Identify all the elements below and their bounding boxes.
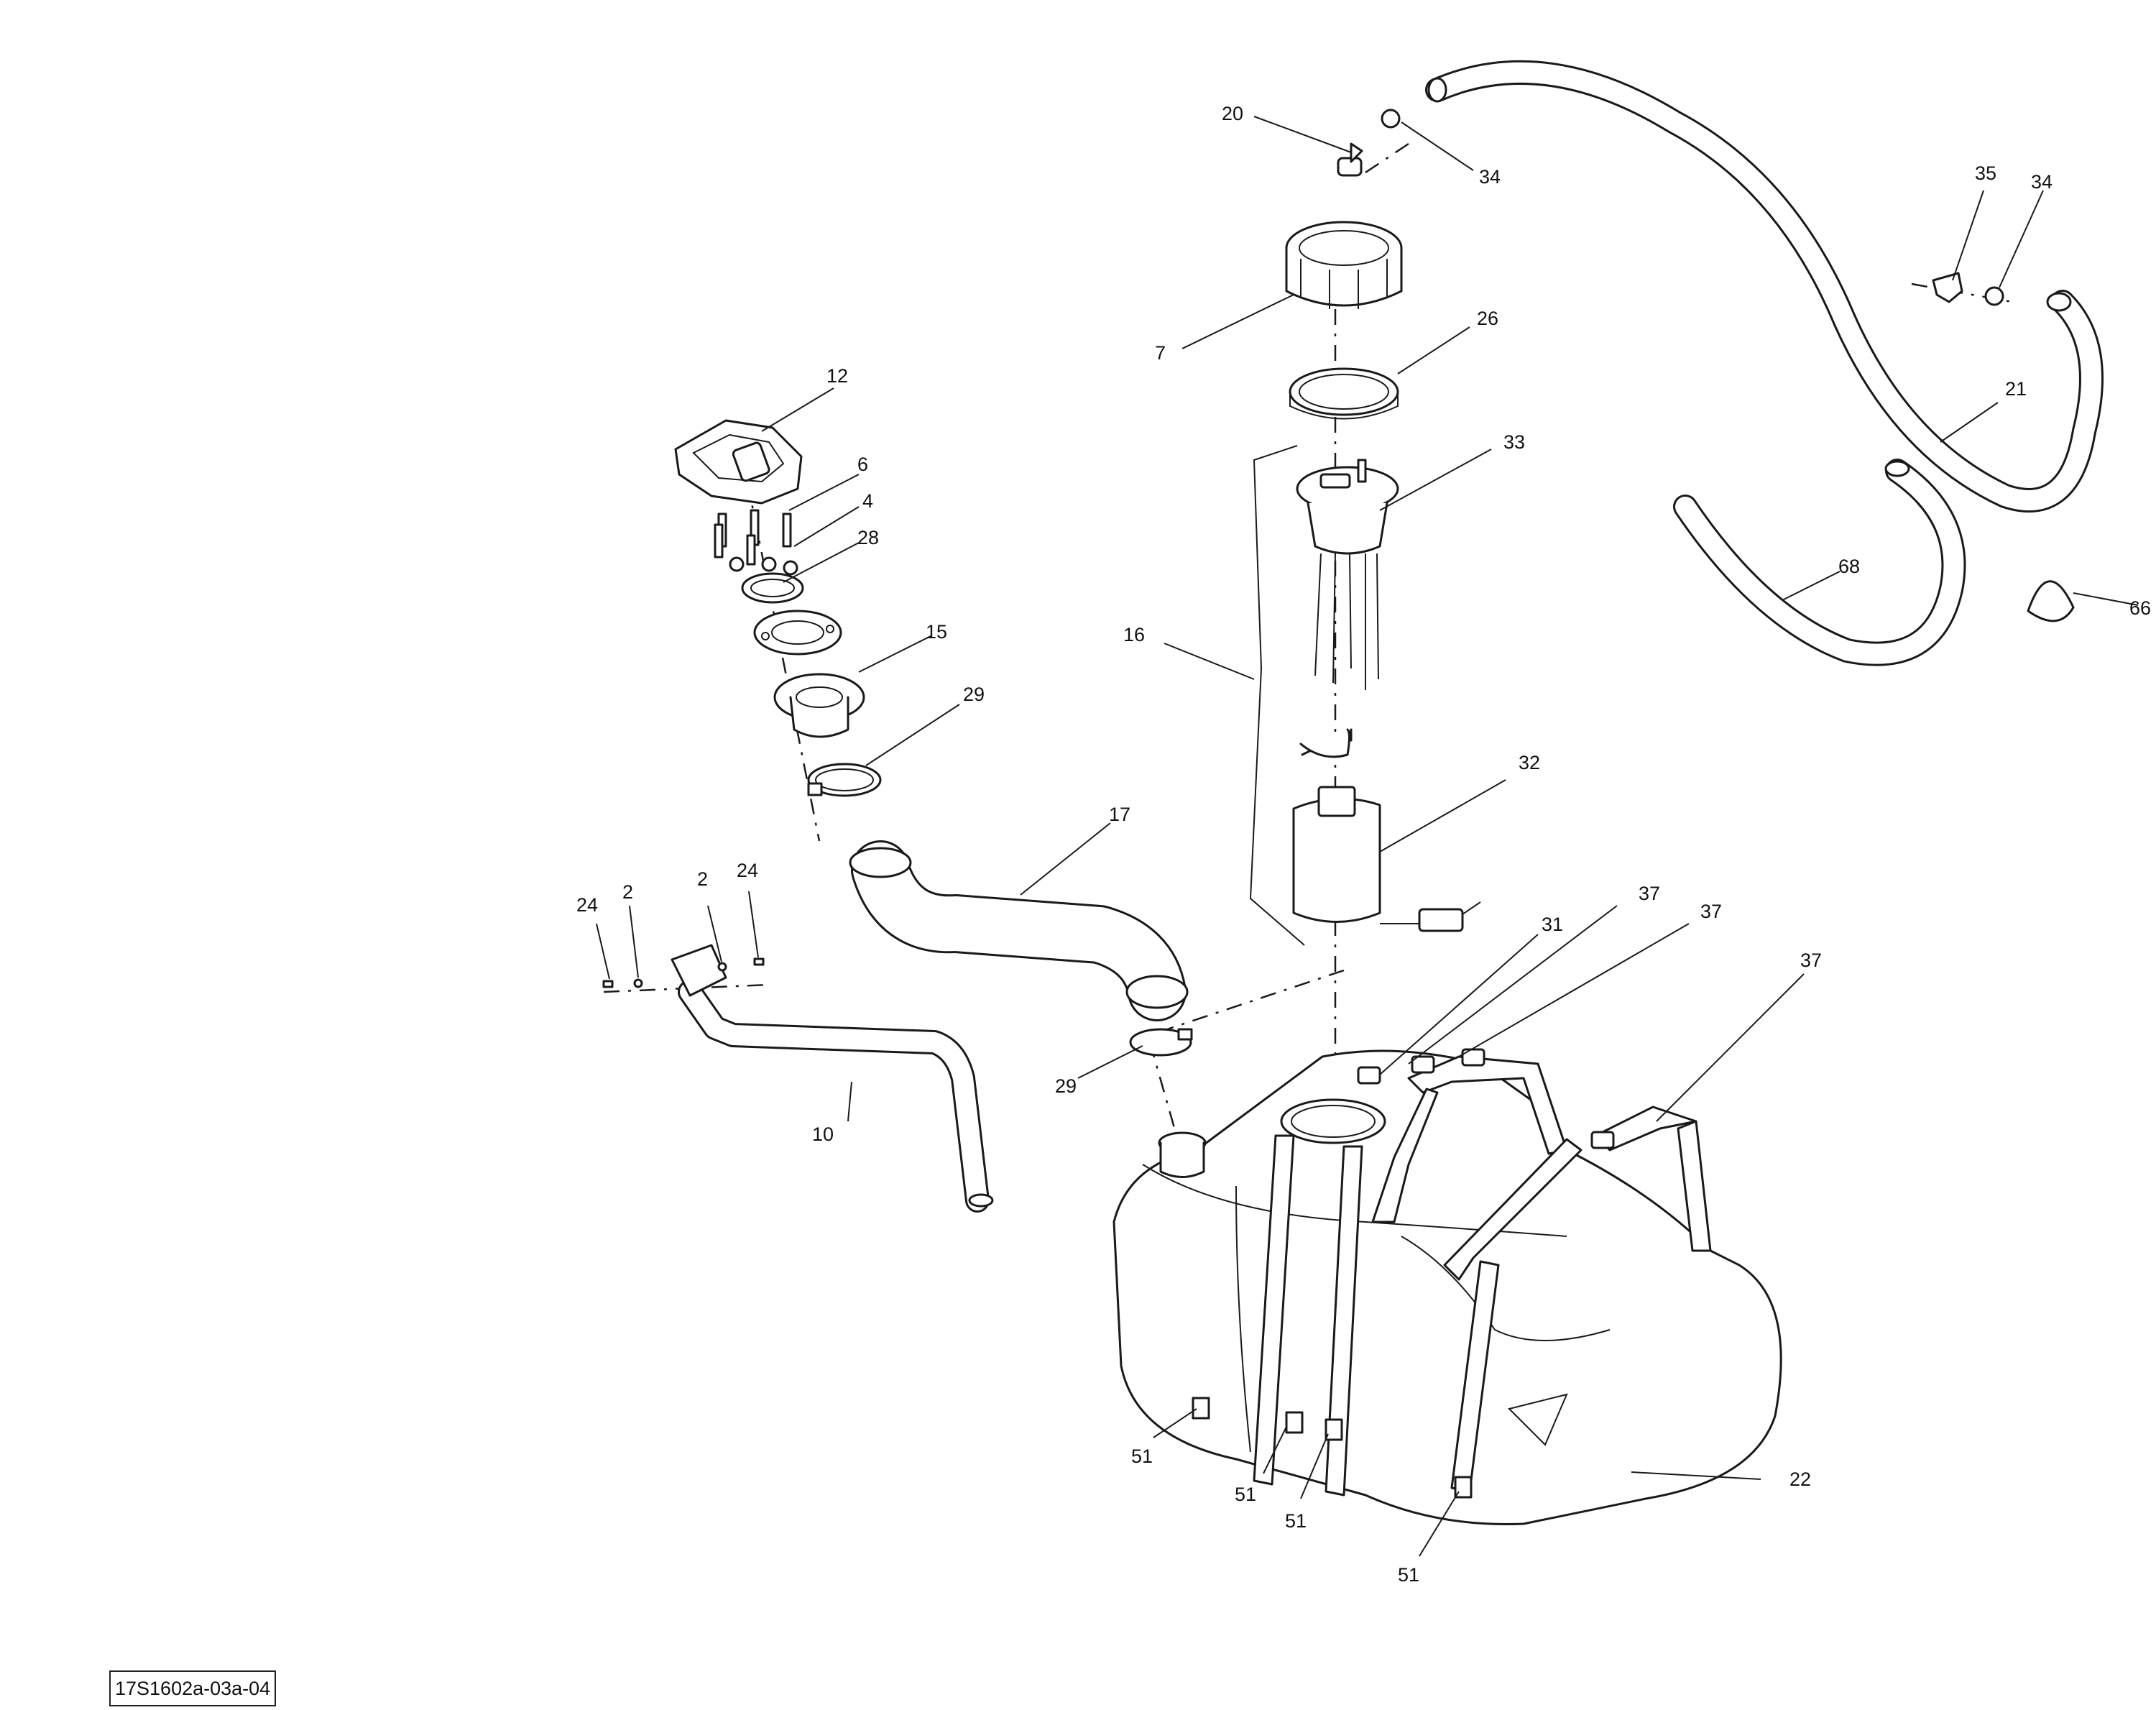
callout-26: 26 (1477, 308, 1498, 329)
leader-lines (596, 116, 2139, 1557)
callout-68: 68 (1838, 556, 1860, 577)
fuel-filler-cap (674, 419, 803, 505)
vent-hose-68 (1673, 459, 1966, 666)
callout-66: 66 (2129, 597, 2151, 619)
callout-16: 16 (1123, 624, 1145, 645)
filler-neck-adapter (773, 673, 865, 738)
callout-labels: 20 34 35 34 7 26 21 12 33 6 4 28 68 66 1… (576, 103, 2151, 1586)
callout-51: 51 (1398, 1564, 1419, 1586)
callout-33: 33 (1503, 431, 1525, 453)
pump-top-plate (1296, 459, 1399, 555)
callout-24: 24 (737, 860, 758, 881)
callout-31: 31 (1542, 914, 1563, 935)
vent-nut-34a (1381, 109, 1401, 129)
fuel-pump-module-bracket (1249, 445, 1305, 946)
callout-51: 51 (1285, 1510, 1307, 1532)
callout-10: 10 (812, 1123, 834, 1145)
callout-29: 29 (1055, 1075, 1077, 1097)
pump-wiring (1314, 553, 1379, 690)
vent-fitting-20 (1337, 142, 1363, 177)
lock-ring (1285, 221, 1403, 309)
callout-2: 2 (697, 868, 708, 890)
vent-nut-34b (1984, 286, 2004, 306)
vent-hose-21 (1425, 60, 2104, 512)
tie-strap-66 (2027, 580, 2075, 622)
callout-22: 22 (1789, 1468, 1811, 1490)
callout-51: 51 (1235, 1484, 1256, 1505)
callout-2: 2 (622, 881, 633, 903)
mounting-flange (753, 610, 842, 656)
callout-29: 29 (963, 684, 985, 705)
callout-34: 34 (1479, 166, 1501, 188)
callout-35: 35 (1975, 162, 1996, 184)
callout-20: 20 (1222, 103, 1243, 124)
retaining-ring (741, 572, 804, 604)
callout-21: 21 (2005, 378, 2027, 400)
callout-37: 37 (1700, 901, 1722, 922)
callout-24: 24 (576, 894, 598, 916)
callout-32: 32 (1519, 752, 1540, 773)
lock-washers (729, 556, 798, 576)
pump-body (1292, 728, 1481, 932)
cap-screws (714, 509, 792, 566)
callout-6: 6 (857, 454, 868, 475)
vent-fittings (602, 957, 765, 988)
strap-buckles (1357, 1048, 1615, 1149)
callout-37: 37 (1639, 883, 1660, 904)
check-valve-35 (1932, 272, 1963, 303)
callout-7: 7 (1155, 342, 1166, 364)
pump-gasket (1289, 367, 1399, 420)
hose-clamp-upper (807, 763, 882, 797)
callout-12: 12 (826, 365, 848, 387)
callout-15: 15 (926, 621, 947, 643)
callout-37: 37 (1800, 950, 1822, 971)
vent-tube (671, 944, 994, 1213)
hose-clamp-lower (1129, 1028, 1193, 1057)
callout-34: 34 (2031, 171, 2053, 193)
callout-17: 17 (1109, 804, 1130, 825)
callout-4: 4 (862, 490, 873, 512)
filler-hose (849, 840, 1189, 1021)
tank-straps (1253, 1055, 1712, 1497)
callout-51: 51 (1131, 1445, 1153, 1467)
strap-brackets (1192, 1397, 1473, 1499)
callout-28: 28 (857, 527, 879, 548)
drawing-reference-code: 17S1602a-03a-04 (109, 1670, 277, 1706)
